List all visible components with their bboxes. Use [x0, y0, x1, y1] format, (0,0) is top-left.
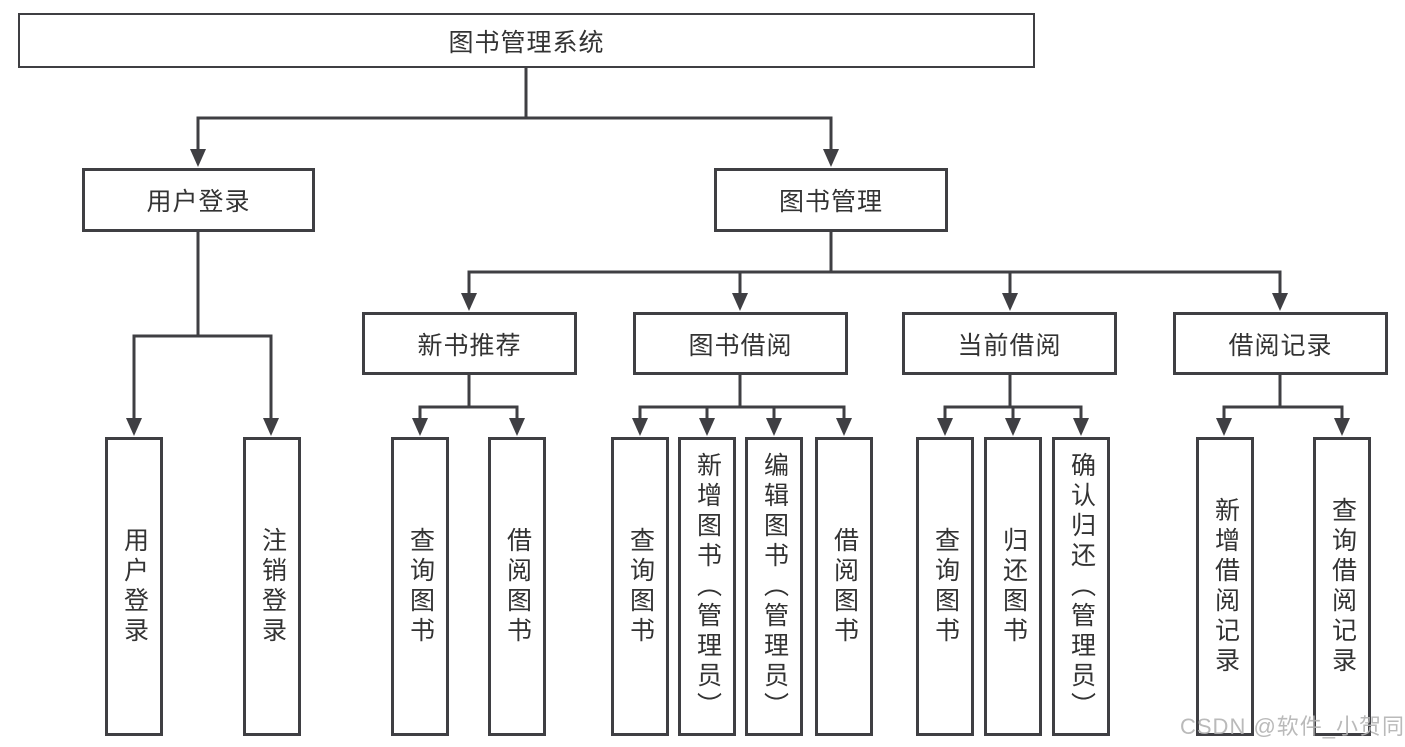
node-book-borrow: 图书借阅	[633, 312, 848, 375]
leaf-user-login: 用户登录	[105, 437, 163, 736]
leaf-return-books: 归还图书	[984, 437, 1042, 736]
leaf-query-borrow-record: 查询借阅记录	[1313, 437, 1371, 736]
node-book-management: 图书管理	[714, 168, 948, 232]
leaf-query-books-label: 查询图书	[626, 526, 655, 647]
leaf-query-books: 查询图书	[916, 437, 974, 736]
leaf-edit-books-admin-label: 编辑图书（管理员）	[760, 451, 789, 722]
node-book-borrow-label: 图书借阅	[688, 331, 793, 360]
leaf-return-books-label: 归还图书	[999, 526, 1028, 647]
leaf-edit-books-admin: 编辑图书（管理员）	[745, 437, 803, 736]
leaf-add-borrow-record-label: 新增借阅记录	[1211, 496, 1240, 677]
leaf-logout-label: 注销登录	[258, 526, 287, 647]
node-book-management-label: 图书管理	[778, 188, 883, 216]
leaf-confirm-return-admin: 确认归还（管理员）	[1052, 437, 1110, 736]
node-root-system: 图书管理系统	[18, 13, 1035, 68]
leaf-borrow-books-label: 借阅图书	[503, 526, 532, 647]
leaf-add-borrow-record: 新增借阅记录	[1196, 437, 1254, 736]
leaf-borrow-books: 借阅图书	[815, 437, 873, 736]
leaf-add-books-admin-label: 新增图书（管理员）	[693, 451, 722, 722]
leaf-query-books: 查询图书	[611, 437, 669, 736]
leaf-user-login-label: 用户登录	[120, 526, 149, 647]
leaf-query-books-label: 查询图书	[406, 526, 435, 647]
arrowheads	[126, 149, 1350, 436]
leaf-query-books-label: 查询图书	[931, 526, 960, 647]
node-new-book-recommend-label: 新书推荐	[417, 331, 522, 360]
leaf-logout: 注销登录	[243, 437, 301, 736]
leaf-query-borrow-record-label: 查询借阅记录	[1328, 496, 1357, 677]
node-new-book-recommend: 新书推荐	[362, 312, 577, 375]
leaf-query-books: 查询图书	[391, 437, 449, 736]
csdn-watermark: CSDN @软件_小贺同学	[1180, 714, 1405, 739]
node-current-borrow: 当前借阅	[902, 312, 1117, 375]
node-root-label: 图书管理系统	[448, 28, 605, 57]
node-user-login-label: 用户登录	[146, 188, 251, 216]
connector-lines	[132, 68, 1344, 420]
leaf-confirm-return-admin-label: 确认归还（管理员）	[1067, 451, 1096, 722]
leaf-borrow-books-label: 借阅图书	[830, 526, 859, 647]
node-current-borrow-label: 当前借阅	[957, 331, 1062, 360]
node-borrow-records: 借阅记录	[1173, 312, 1388, 375]
leaf-add-books-admin: 新增图书（管理员）	[678, 437, 736, 736]
node-borrow-records-label: 借阅记录	[1228, 331, 1333, 360]
leaf-borrow-books: 借阅图书	[488, 437, 546, 736]
node-user-login: 用户登录	[82, 168, 315, 232]
